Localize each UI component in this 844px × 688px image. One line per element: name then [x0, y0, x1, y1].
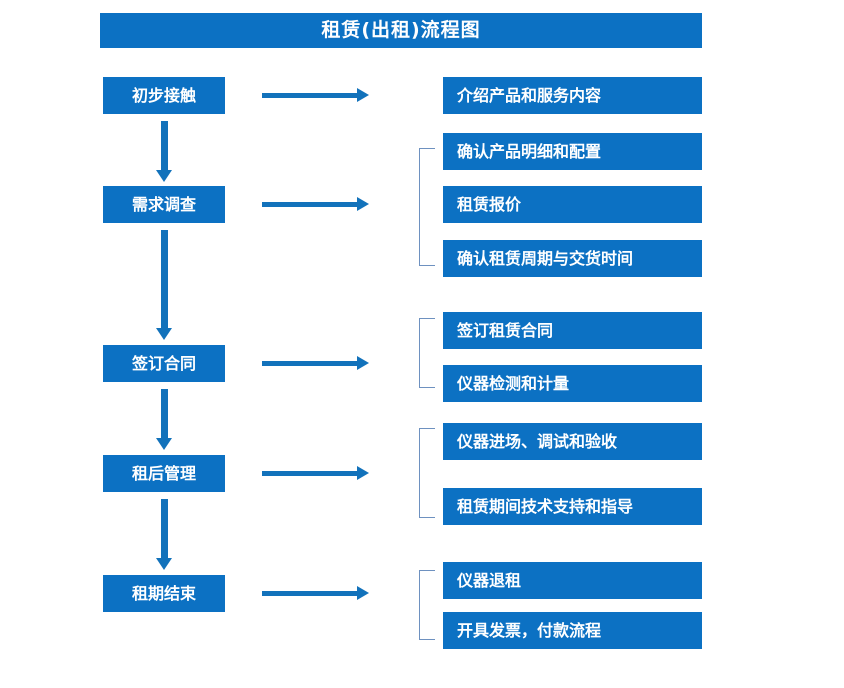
detail-box-3[interactable]: 租赁报价	[443, 186, 702, 223]
right-arrow-icon-2	[262, 197, 369, 211]
stage-box-1[interactable]: 初步接触	[103, 77, 225, 114]
stage-box-5[interactable]: 租期结束	[103, 575, 225, 612]
detail-box-1[interactable]: 介绍产品和服务内容	[443, 77, 702, 114]
detail-label-6: 仪器检测和计量	[457, 373, 570, 393]
detail-box-8[interactable]: 租赁期间技术支持和指导	[443, 488, 702, 525]
detail-label-10: 开具发票，付款流程	[457, 620, 602, 640]
right-arrow-icon-3	[262, 356, 369, 370]
detail-label-4: 确认租赁周期与交货时间	[457, 248, 634, 268]
detail-label-3: 租赁报价	[457, 194, 522, 214]
detail-label-8: 租赁期间技术支持和指导	[457, 496, 634, 516]
down-arrow-icon-4	[156, 499, 172, 570]
down-arrow-icon-1	[156, 121, 172, 182]
group-bracket-3	[419, 318, 435, 388]
detail-label-1: 介绍产品和服务内容	[457, 85, 602, 105]
stage-box-4[interactable]: 租后管理	[103, 455, 225, 492]
stage-label-4: 租后管理	[131, 463, 196, 483]
detail-label-5: 签订租赁合同	[457, 320, 554, 340]
group-bracket-5	[419, 570, 435, 640]
stage-label-5: 租期结束	[131, 583, 196, 603]
detail-label-9: 仪器退租	[457, 570, 522, 590]
group-bracket-4	[419, 428, 435, 518]
stage-box-3[interactable]: 签订合同	[103, 345, 225, 382]
down-arrow-icon-2	[156, 230, 172, 340]
right-arrow-icon-1	[262, 88, 369, 102]
down-arrow-icon-3	[156, 389, 172, 450]
detail-label-7: 仪器进场、调试和验收	[457, 431, 618, 451]
diagram-title: 租赁(出租)流程图	[321, 19, 481, 41]
detail-box-2[interactable]: 确认产品明细和配置	[443, 133, 702, 170]
detail-box-5[interactable]: 签订租赁合同	[443, 312, 702, 349]
stage-label-2: 需求调查	[131, 194, 196, 214]
stage-label-3: 签订合同	[131, 353, 196, 373]
detail-box-6[interactable]: 仪器检测和计量	[443, 365, 702, 402]
stage-box-2[interactable]: 需求调查	[103, 186, 225, 223]
group-bracket-2	[419, 148, 435, 266]
detail-label-2: 确认产品明细和配置	[457, 141, 602, 161]
detail-box-4[interactable]: 确认租赁周期与交货时间	[443, 240, 702, 277]
diagram-title-bar: 租赁(出租)流程图	[100, 13, 702, 48]
detail-box-10[interactable]: 开具发票，付款流程	[443, 612, 702, 649]
right-arrow-icon-4	[262, 466, 369, 480]
detail-box-7[interactable]: 仪器进场、调试和验收	[443, 423, 702, 460]
right-arrow-icon-5	[262, 586, 369, 600]
detail-box-9[interactable]: 仪器退租	[443, 562, 702, 599]
stage-label-1: 初步接触	[131, 85, 196, 105]
